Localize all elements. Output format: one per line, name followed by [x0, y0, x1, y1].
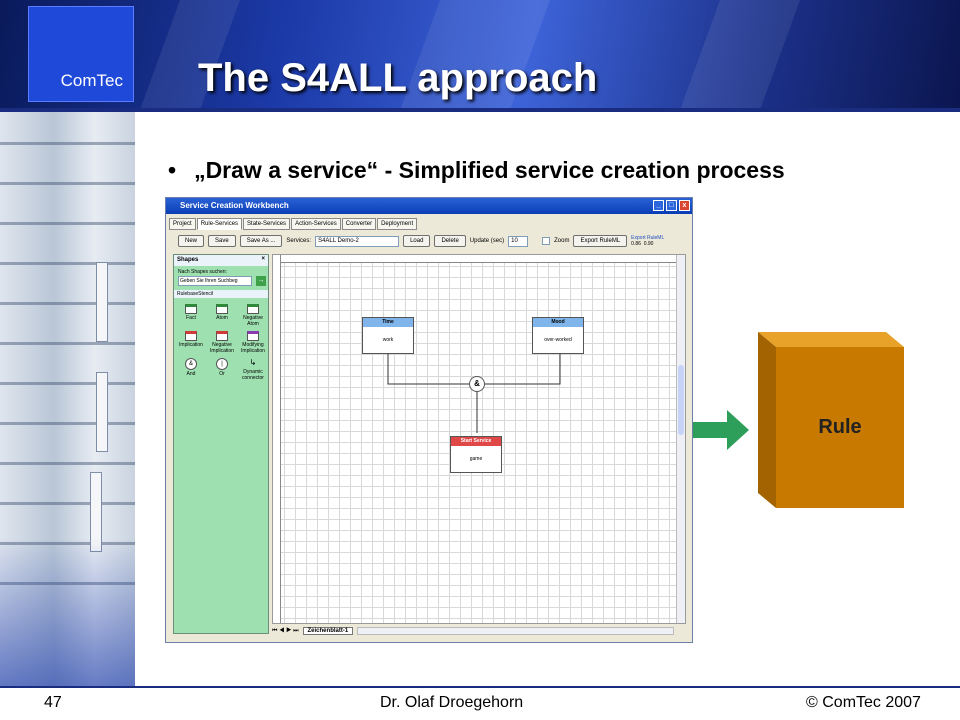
close-icon[interactable]: × — [261, 256, 265, 262]
update-input[interactable]: 10 — [508, 235, 529, 247]
close-button[interactable]: x — [679, 200, 690, 211]
export-radio-1[interactable]: 0.86 — [631, 241, 641, 247]
bullet-point: • „Draw a service“ - Simplified service … — [168, 157, 785, 184]
shape-fact[interactable]: Fact — [176, 304, 206, 327]
save-as-button[interactable]: Save As ... — [239, 235, 283, 247]
vertical-scrollbar[interactable] — [676, 255, 685, 623]
drawing-canvas[interactable]: Time work Mood over-worked & Start Servi… — [272, 254, 686, 624]
shapes-title: Shapes × — [174, 255, 268, 266]
rule-block — [758, 332, 904, 508]
window-titlebar: Service Creation Workbench _ □ x — [166, 198, 692, 214]
shape-and[interactable]: &And — [176, 358, 206, 381]
shapes-search-input[interactable]: Geben Sie Ihren Suchbeg — [178, 276, 252, 286]
shapes-panel: Shapes × Nach Shapes suchen: Geben Sie I… — [173, 254, 269, 634]
header-divider — [0, 108, 960, 112]
tab-rule-services[interactable]: Rule-Services — [196, 218, 243, 230]
ruler-horizontal — [273, 255, 685, 263]
slide-header — [0, 0, 960, 110]
shape-dynamic-connector[interactable]: ↳Dynamic connector — [242, 358, 264, 381]
maximize-button[interactable]: □ — [666, 200, 677, 211]
ruler-vertical — [273, 255, 281, 623]
rule-label: Rule — [818, 415, 862, 438]
shape-atom[interactable]: Atom — [207, 304, 237, 327]
sheet-nav-icons[interactable]: ⏮ ◀ ▶ ⏭ — [272, 627, 299, 634]
tab-deployment[interactable]: Deployment — [377, 218, 418, 230]
services-select[interactable]: S4ALL Demo-2 — [315, 235, 400, 247]
services-label: Services: — [286, 238, 312, 244]
tower-photo — [0, 112, 135, 688]
shape-modifying-implication[interactable]: Modifying Implication — [238, 331, 268, 354]
stencil-header: RulebaseStencil — [174, 290, 268, 298]
minimize-button[interactable]: _ — [653, 200, 664, 211]
horizontal-scrollbar[interactable] — [357, 627, 674, 635]
sheet-tab[interactable]: Zeichenblatt-1 — [302, 627, 354, 635]
author-name: Dr. Olaf Droegehorn — [380, 694, 524, 711]
page-number: 47 — [44, 694, 62, 711]
tab-state-services[interactable]: State-Services — [243, 218, 291, 230]
search-go-icon[interactable]: → — [256, 276, 266, 286]
slide-footer: 47 Dr. Olaf Droegehorn © ComTec 2007 — [0, 688, 960, 720]
export-radio-2[interactable]: 0.90 — [643, 241, 654, 247]
shape-implication[interactable]: Implication — [176, 331, 206, 354]
toolbar: New Save Save As ... Services: S4ALL Dem… — [169, 232, 689, 250]
save-button[interactable]: Save — [208, 235, 236, 247]
footer-divider — [0, 686, 960, 688]
zoom-label: Zoom — [554, 238, 570, 244]
zoom-checkbox[interactable] — [542, 237, 551, 245]
shape-negative-atom[interactable]: Negative Atom — [238, 304, 268, 327]
window-title: Service Creation Workbench — [180, 201, 289, 210]
new-button[interactable]: New — [178, 235, 205, 247]
delete-button[interactable]: Delete — [434, 235, 466, 247]
slide-title: The S4ALL approach — [198, 56, 598, 100]
shape-list: Fact Atom Negative Atom Implication Nega… — [174, 301, 268, 384]
comtec-logo: ComTec — [28, 6, 134, 102]
export-ruleml-button[interactable]: Export RuleML — [573, 235, 628, 247]
tab-project[interactable]: Project — [169, 218, 196, 230]
node-mood[interactable]: Mood over-worked — [532, 317, 584, 354]
tab-converter[interactable]: Converter — [341, 218, 377, 230]
and-connector-node[interactable]: & — [469, 376, 485, 392]
tab-bar: Project Rule-Services State-Services Act… — [169, 218, 418, 230]
update-label: Update (sec) — [469, 238, 505, 244]
bullet-marker: • — [168, 157, 177, 183]
node-time[interactable]: Time work — [362, 317, 414, 354]
service-creation-window: Service Creation Workbench _ □ x Project… — [165, 197, 693, 643]
diagram-connectors — [387, 352, 561, 433]
shapes-search-label: Nach Shapes suchen: — [178, 269, 227, 275]
tab-action-services[interactable]: Action-Services — [291, 218, 341, 230]
export-header: Export RuleML — [631, 235, 665, 241]
node-start-service[interactable]: Start Service game — [450, 436, 502, 473]
bullet-text: „Draw a service“ - Simplified service cr… — [194, 157, 785, 183]
shape-negative-implication[interactable]: Negative Implication — [207, 331, 237, 354]
arrow-right-icon — [693, 410, 749, 450]
sheet-bar: ⏮ ◀ ▶ ⏭ Zeichenblatt-1 — [272, 626, 686, 636]
shape-or[interactable]: |Or — [207, 358, 237, 381]
load-button[interactable]: Load — [403, 235, 431, 247]
copyright: © ComTec 2007 — [806, 694, 921, 711]
